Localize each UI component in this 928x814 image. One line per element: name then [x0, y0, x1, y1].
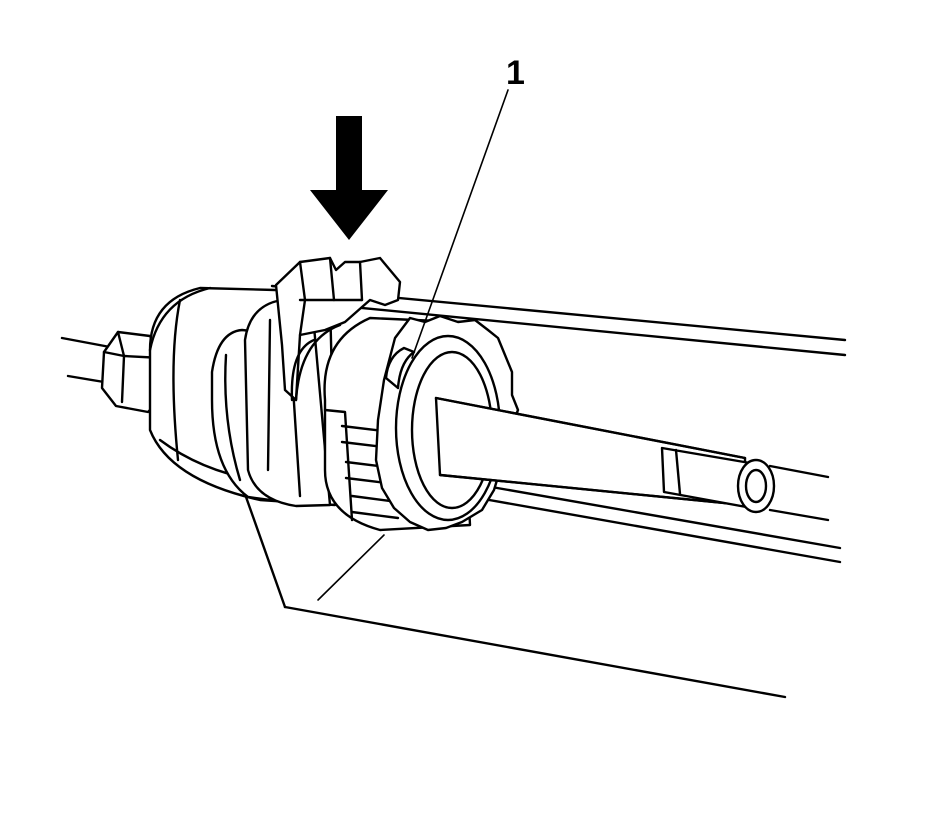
retaining-clip	[274, 256, 402, 402]
down-arrow-icon	[310, 116, 388, 240]
right-shaft	[434, 396, 830, 522]
callout-label-1: 1	[506, 54, 525, 92]
housing-plate	[238, 284, 847, 699]
left-cable	[60, 336, 112, 384]
callout-1: 1	[411, 54, 525, 359]
